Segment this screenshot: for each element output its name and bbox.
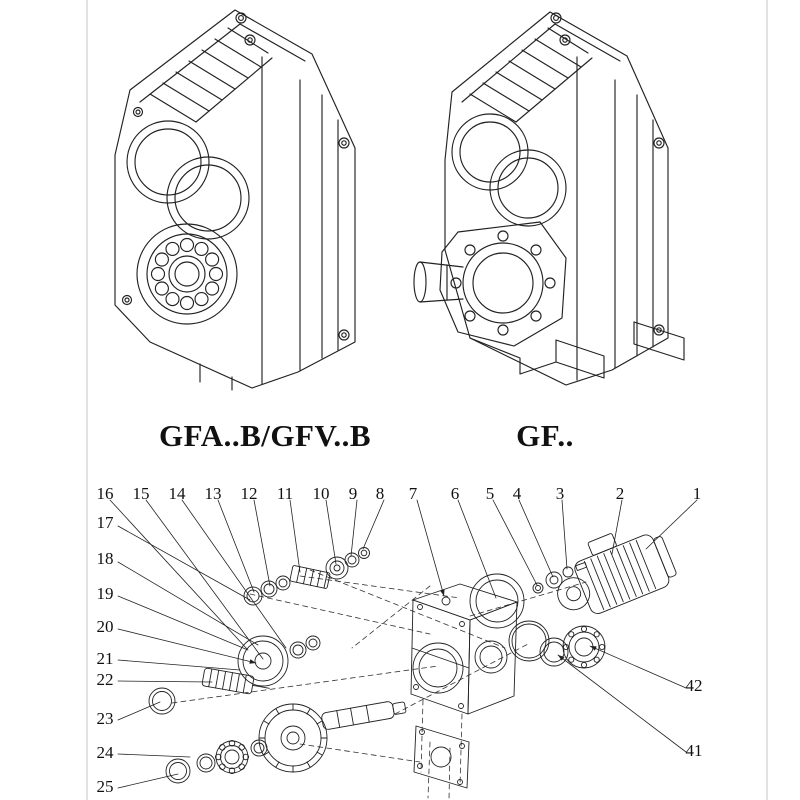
part-callout-25: 25 xyxy=(96,777,114,796)
model-label-gfab-gfvb: GFA..B/GFV..B xyxy=(158,418,372,453)
part-callout-17: 17 xyxy=(96,513,114,532)
part-callout-42: 42 xyxy=(685,676,703,695)
output-bearing xyxy=(136,223,238,325)
motor-drawing xyxy=(557,533,677,614)
part-callout-11: 11 xyxy=(276,484,294,503)
part-callout-18: 18 xyxy=(96,549,114,568)
part-callout-6: 6 xyxy=(450,484,460,503)
input-bores xyxy=(451,113,567,227)
part-callout-1: 1 xyxy=(692,484,702,503)
cooling-ribs xyxy=(149,27,273,123)
part-callout-8: 8 xyxy=(375,484,385,503)
part-callout-19: 19 xyxy=(96,584,114,603)
part-callout-12: 12 xyxy=(240,484,258,503)
intermediate-gear-drawing xyxy=(237,635,289,687)
input-pinion-drawing xyxy=(289,565,331,589)
model-label-gf: GF.. xyxy=(516,418,574,453)
mounting-feet xyxy=(469,321,685,379)
output-gear-drawing xyxy=(258,703,328,773)
part-callout-10: 10 xyxy=(312,484,330,503)
leader-lines xyxy=(109,499,698,789)
ball-bearing-drawing xyxy=(214,739,250,775)
cooling-ribs xyxy=(469,27,593,123)
part-callout-15: 15 xyxy=(132,484,150,503)
output-shaft-drawing xyxy=(321,701,407,730)
part-callout-14: 14 xyxy=(168,484,186,503)
part-callout-16: 16 xyxy=(96,484,114,503)
part-callout-2: 2 xyxy=(615,484,625,503)
part-callout-9: 9 xyxy=(348,484,358,503)
gearbox-flange-mounted-drawing xyxy=(114,9,356,391)
part-callout-24: 24 xyxy=(96,743,114,762)
part-callout-22: 22 xyxy=(96,670,114,689)
part-callout-4: 4 xyxy=(512,484,522,503)
assembly-axis-lines xyxy=(171,569,587,800)
pinion-shaft-drawing xyxy=(201,667,270,695)
part-callout-23: 23 xyxy=(96,709,114,728)
housing-drawing xyxy=(410,583,518,715)
input-bearing-drawing xyxy=(562,625,606,669)
input-bores xyxy=(126,120,250,240)
exploded-assembly-drawing xyxy=(109,499,698,800)
part-callout-7: 7 xyxy=(408,484,418,503)
part-callout-41: 41 xyxy=(685,741,703,760)
part-callout-13: 13 xyxy=(204,484,222,503)
part-callout-3: 3 xyxy=(555,484,565,503)
part-callout-21: 21 xyxy=(96,649,114,668)
part-callout-20: 20 xyxy=(96,617,114,636)
gasket-plate-drawing xyxy=(413,725,470,789)
gearbox-foot-mounted-drawing xyxy=(413,11,685,386)
output-shaft xyxy=(413,261,464,303)
output-flange xyxy=(439,221,567,347)
part-callout-5: 5 xyxy=(485,484,495,503)
